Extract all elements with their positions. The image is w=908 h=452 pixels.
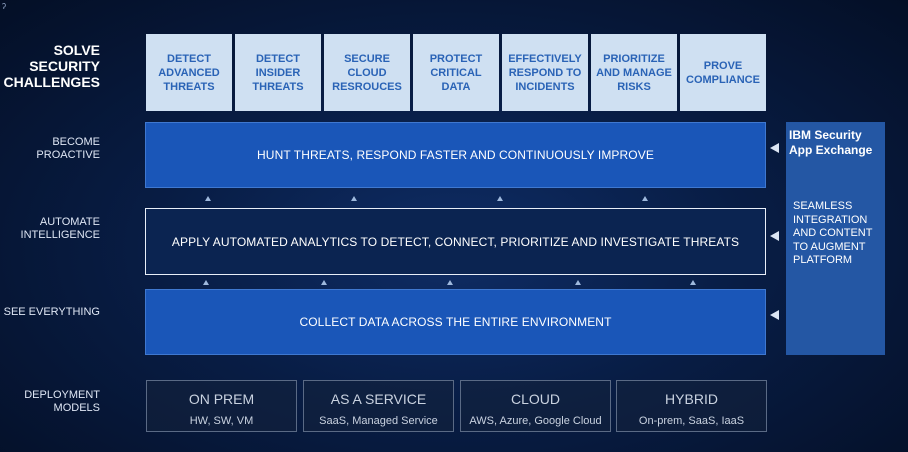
band-hunt-threats: HUNT THREATS, RESPOND FASTER AND CONTINU… [145,122,766,188]
band-collect-data: COLLECT DATA ACROSS THE ENTIRE ENVIRONME… [145,289,766,355]
deployment-on-prem: ON PREM HW, SW, VM [146,380,297,432]
deployment-title: CLOUD [510,391,560,407]
deployment-cloud: CLOUD AWS, Azure, Google Cloud [460,380,611,432]
triangle-up-icon [203,280,209,285]
deployment-hybrid: HYBRID On-prem, SaaS, IaaS [616,380,767,432]
band-automated-analytics: APPLY AUTOMATED ANALYTICS TO DETECT, CON… [145,208,766,275]
challenge-prioritize-manage-risks: PRIORITIZE AND MANAGE RISKS [591,34,677,111]
label-automate-intelligence: AUTOMATE INTELLIGENCE [20,216,100,241]
triangle-up-icon [575,280,581,285]
deployment-as-a-service: AS A SERVICE SaaS, Managed Service [303,380,454,432]
deployment-title: AS A SERVICE [330,391,427,407]
triangle-up-icon [205,196,211,201]
app-exchange-description: SEAMLESS INTEGRATION AND CONTENT TO AUGM… [793,200,873,266]
challenge-protect-critical-data: PROTECT CRITICAL DATA [413,34,499,111]
triangle-up-icon [690,280,696,285]
label-become-proactive: BECOME PROACTIVE [36,136,100,161]
challenge-detect-insider-threats: DETECT INSIDER THREATS [235,34,321,111]
deployment-title: HYBRID [665,391,718,407]
challenge-respond-to-incidents: EFFECTIVELY RESPOND TO INCIDENTS [502,34,588,111]
triangle-up-icon [321,280,327,285]
triangle-left-icon [770,310,779,320]
triangle-left-icon [770,231,779,241]
app-exchange-panel [786,122,885,355]
app-exchange-title: IBM Security App Exchange [789,128,873,157]
triangle-up-icon [447,280,453,285]
deployment-subtitle: SaaS, Managed Service [319,415,438,427]
label-solve-security-challenges: SOLVE SECURITY CHALLENGES [3,42,100,90]
challenge-detect-advanced-threats: DETECT ADVANCED THREATS [146,34,232,111]
label-see-everything: SEE EVERYTHING [3,306,100,318]
triangle-left-icon [770,143,779,153]
label-deployment-models: DEPLOYMENT MODELS [24,389,100,414]
deployment-subtitle: AWS, Azure, Google Cloud [469,415,602,427]
triangle-up-icon [642,196,648,201]
corner-mark: ʔ [2,2,6,11]
triangle-up-icon [351,196,357,201]
deployment-title: ON PREM [188,391,255,407]
challenge-prove-compliance: PROVE COMPLIANCE [680,34,766,111]
challenge-secure-cloud-resources: SECURE CLOUD RESROUCES [324,34,410,111]
deployment-subtitle: On-prem, SaaS, IaaS [638,415,745,427]
deployment-subtitle: HW, SW, VM [189,415,254,427]
triangle-up-icon [497,196,503,201]
